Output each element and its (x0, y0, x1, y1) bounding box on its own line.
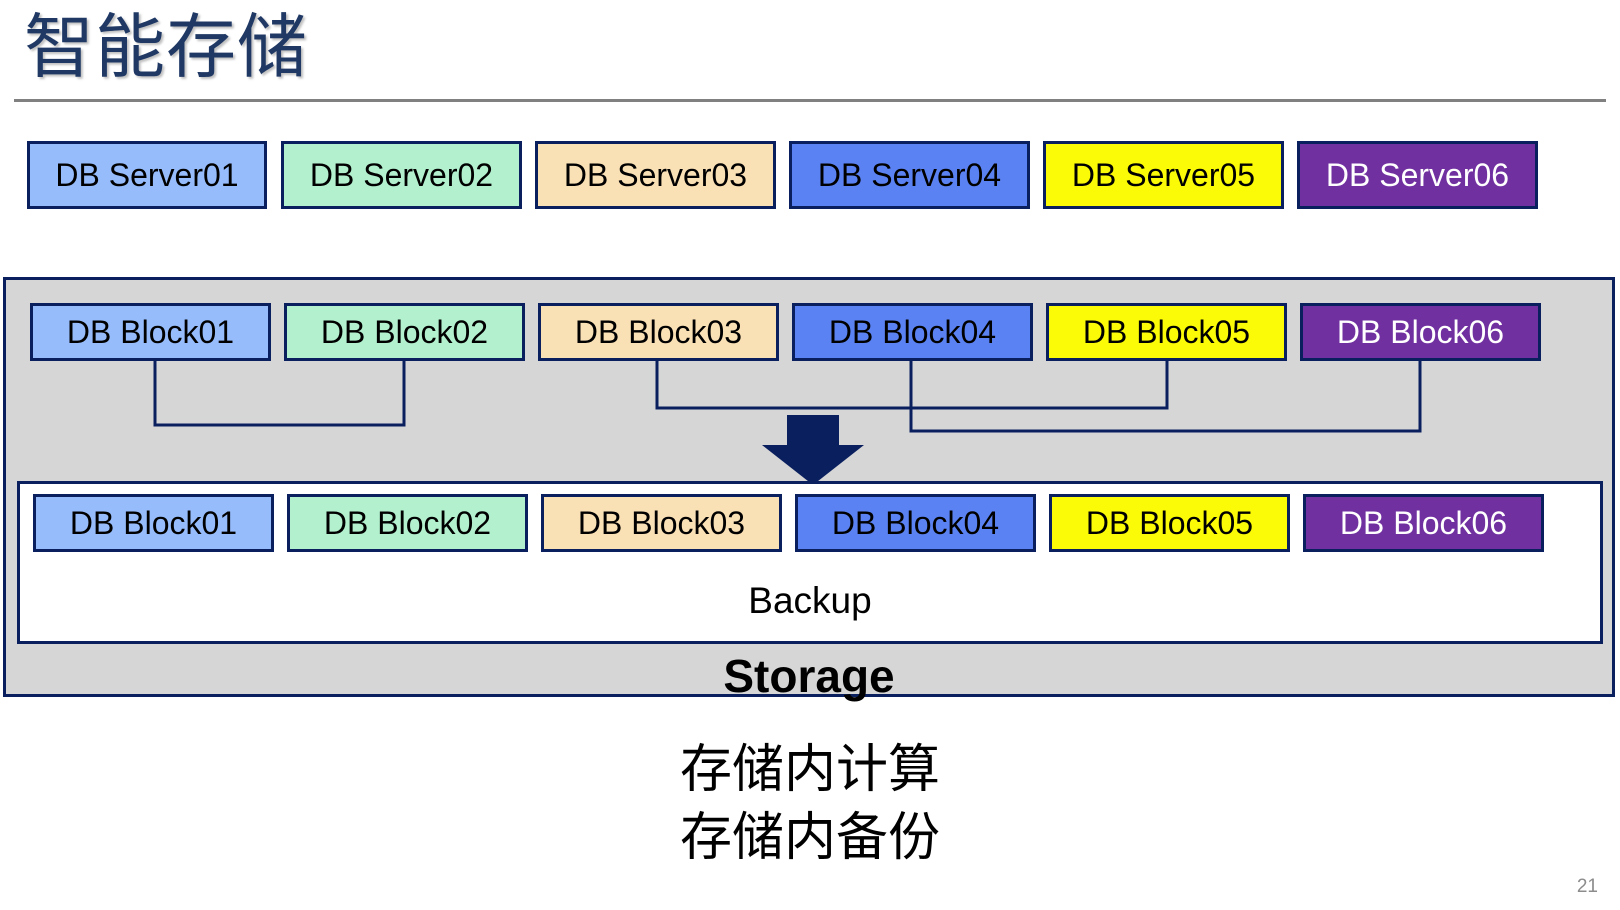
storage-panel: DB Block01 DB Block02 DB Block03 DB Block04… (3, 277, 1615, 702)
page-number: 21 (1576, 876, 1598, 897)
caption-line-1: 存储内计算 (679, 741, 940, 799)
db-server-box-3: DB Server03 (535, 141, 776, 209)
db-server-box-label: DB Server04 (817, 157, 1002, 193)
db-block-box-label: DB Block05 (1082, 314, 1251, 350)
db-block-box-label: DB Block02 (320, 314, 489, 350)
db-backup-block-box-label: DB Block06 (1339, 505, 1508, 541)
db-server-box-4: DB Server04 (789, 141, 1030, 209)
title-divider (14, 99, 1606, 102)
backup-arrow-icon (762, 415, 864, 485)
db-backup-block-box-5: DB Block05 (1049, 494, 1290, 552)
db-block-box-label: DB Block06 (1336, 314, 1505, 350)
db-block-box-3: DB Block03 (538, 303, 779, 361)
db-block-box-label: DB Block03 (574, 314, 743, 350)
db-server-box-label: DB Server03 (563, 157, 748, 193)
db-backup-block-box-label: DB Block02 (323, 505, 492, 541)
db-backup-block-box-label: DB Block01 (69, 505, 238, 541)
db-server-box-1: DB Server01 (27, 141, 267, 209)
db-server-box-label: DB Server06 (1325, 157, 1510, 193)
db-backup-block-box-6: DB Block06 (1303, 494, 1544, 552)
db-backup-block-box-2: DB Block02 (287, 494, 528, 552)
db-server-box-2: DB Server02 (281, 141, 522, 209)
db-block-box-label: DB Block01 (66, 314, 235, 350)
db-block-box-1: DB Block01 (30, 303, 271, 361)
caption-block: 存储内计算 存储内备份 (0, 736, 1620, 872)
db-server-box-label: DB Server01 (55, 157, 239, 193)
db-backup-block-box-label: DB Block04 (831, 505, 1000, 541)
db-backup-block-box-1: DB Block01 (33, 494, 274, 552)
db-backup-block-box-4: DB Block04 (795, 494, 1036, 552)
db-server-box-6: DB Server06 (1297, 141, 1538, 209)
backup-panel: DB Block01 DB Block02 DB Block03 DB Block04… (17, 481, 1603, 644)
db-block-box-4: DB Block04 (792, 303, 1033, 361)
db-server-box-label: DB Server02 (309, 157, 494, 193)
db-backup-block-box-label: DB Block03 (577, 505, 746, 541)
db-block-box-label: DB Block04 (828, 314, 997, 350)
backup-label: Backup (748, 580, 872, 621)
storage-label: Storage (723, 650, 895, 702)
db-block-box-6: DB Block06 (1300, 303, 1541, 361)
caption-line-2: 存储内备份 (679, 809, 940, 867)
db-backup-block-box-label: DB Block05 (1085, 505, 1254, 541)
db-server-box-5: DB Server05 (1043, 141, 1284, 209)
db-block-box-2: DB Block02 (284, 303, 525, 361)
db-backup-block-box-3: DB Block03 (541, 494, 782, 552)
db-server-box-label: DB Server05 (1071, 157, 1256, 193)
db-block-box-5: DB Block05 (1046, 303, 1287, 361)
page-title: 智能存储 (24, 8, 308, 86)
